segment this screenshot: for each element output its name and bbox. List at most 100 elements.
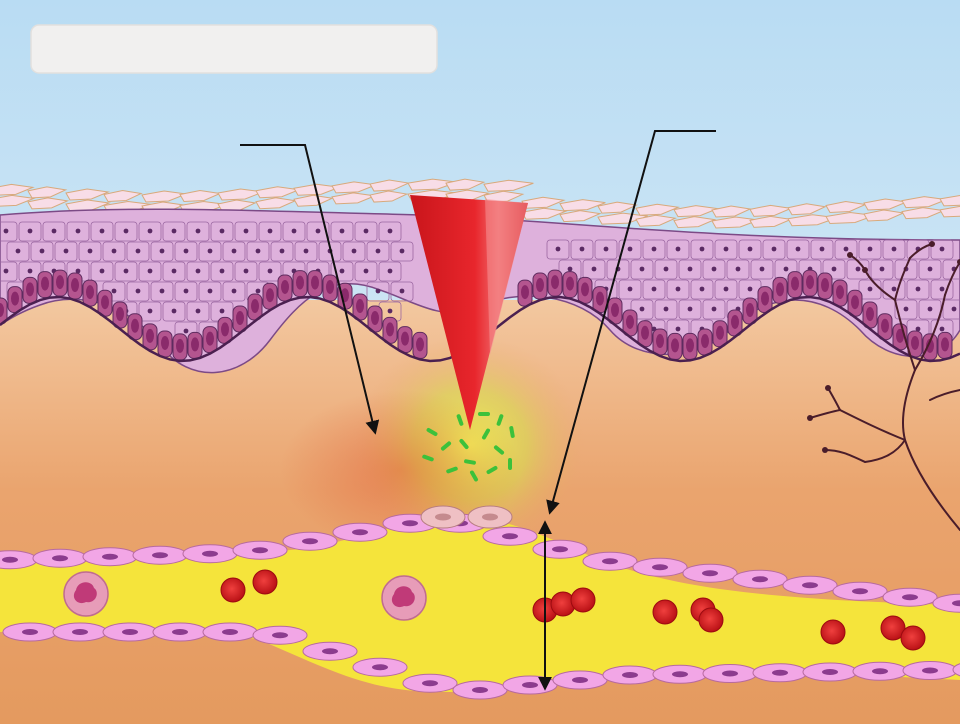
cell-nucleus [76,229,81,234]
endothelial-nucleus [72,629,88,635]
basal-nucleus [911,336,919,350]
basal-nucleus [566,277,574,291]
basal-nucleus [851,295,859,309]
cell-nucleus [4,269,9,274]
cell-nucleus [244,229,249,234]
cell-nucleus [892,287,897,292]
basal-nucleus [806,275,814,289]
basal-nucleus [686,338,694,352]
basal-nucleus [41,277,49,291]
cell-nucleus [136,289,141,294]
cell-nucleus [28,229,33,234]
basal-nucleus [26,282,34,296]
cell-nucleus [4,229,9,234]
basal-nucleus [401,332,409,346]
cell-nucleus [700,287,705,292]
cell-nucleus [928,307,933,312]
endothelial-nucleus [22,629,38,635]
basal-nucleus [836,285,844,299]
cell-nucleus [628,287,633,292]
basal-nucleus [386,322,394,336]
nerve-tip [825,385,831,391]
endothelial-nucleus [152,552,168,558]
cell-nucleus [580,247,585,252]
basal-nucleus [266,288,274,302]
white-blood-cell-icon [382,576,426,620]
title-box [31,25,437,73]
cell-nucleus [736,267,741,272]
cell-nucleus [640,307,645,312]
cell-nucleus [868,247,873,252]
cell-nucleus [388,309,393,314]
cell-nucleus [688,267,693,272]
cell-nucleus [184,329,189,334]
cell-nucleus [892,247,897,252]
basal-nucleus [626,315,634,329]
endothelial-nucleus [852,588,868,594]
basal-nucleus [101,295,109,309]
red-blood-cell-icon [571,588,595,612]
cell-nucleus [712,307,717,312]
endothelial-nucleus [252,547,268,553]
cell-nucleus [724,247,729,252]
cell-nucleus [748,247,753,252]
cell-nucleus [604,247,609,252]
cell-nucleus [244,269,249,274]
cell-nucleus [592,267,597,272]
basal-nucleus [581,282,589,296]
basal-nucleus [641,326,649,340]
basal-nucleus [671,338,679,352]
basal-nucleus [161,336,169,350]
basal-nucleus [701,334,709,348]
cell-nucleus [376,289,381,294]
basal-nucleus [716,326,724,340]
cell-nucleus [664,307,669,312]
endothelial-nucleus [922,668,938,674]
cell-nucleus [676,327,681,332]
cell-nucleus [556,247,561,252]
cell-nucleus [232,289,237,294]
cell-nucleus [388,269,393,274]
cell-nucleus [652,287,657,292]
endothelial-nucleus [102,554,118,560]
endothelial-nucleus [822,669,838,675]
cell-nucleus [304,249,309,254]
cell-nucleus [268,269,273,274]
cell-nucleus [856,267,861,272]
cell-nucleus [220,229,225,234]
cell-nucleus [664,267,669,272]
cell-nucleus [568,267,573,272]
basal-nucleus [596,292,604,306]
endothelial-nucleus [202,551,218,557]
cell-nucleus [628,247,633,252]
basal-nucleus [311,276,319,290]
nerve-tip [929,241,935,247]
cell-nucleus [940,287,945,292]
endothelial-nucleus [472,687,488,693]
endothelial-nucleus [722,671,738,677]
cell-nucleus [820,247,825,252]
basal-nucleus [251,299,259,313]
cell-nucleus [292,229,297,234]
basal-nucleus [281,280,289,294]
endothelial-nucleus [122,629,138,635]
cell-nucleus [100,229,105,234]
cell-nucleus [796,247,801,252]
basal-nucleus [746,303,754,317]
basal-nucleus [146,329,154,343]
endothelial-nucleus [772,670,788,676]
basal-nucleus [116,307,124,321]
basal-nucleus [11,292,19,306]
cell-nucleus [904,307,909,312]
cell-nucleus [112,249,117,254]
red-blood-cell-icon [821,620,845,644]
endothelial-nucleus [172,629,188,635]
cell-nucleus [832,267,837,272]
cell-nucleus [172,309,177,314]
cell-nucleus [196,309,201,314]
cell-nucleus [112,289,117,294]
endothelial-nucleus [602,558,618,564]
cell-nucleus [688,307,693,312]
endothelial-nucleus [272,632,288,638]
endothelial-nucleus [872,668,888,674]
